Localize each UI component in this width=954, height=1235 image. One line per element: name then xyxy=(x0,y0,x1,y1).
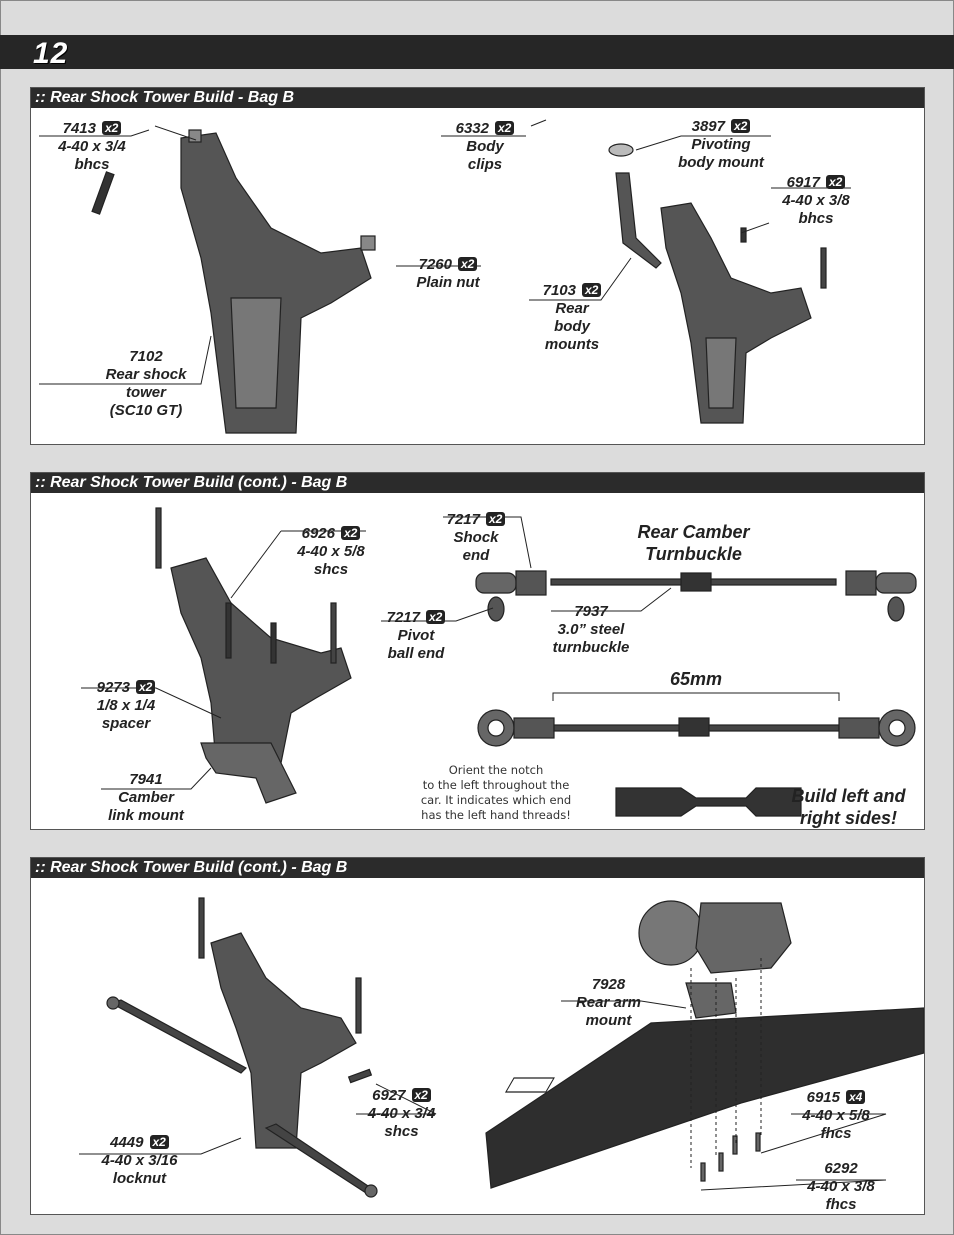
chassis-illustration xyxy=(79,897,924,1198)
part-label-7941: 7941 Camber link mount xyxy=(108,771,184,824)
notch-orientation-note: Orient the notch to the left throughout … xyxy=(420,763,572,822)
dimension-label: 65mm xyxy=(669,669,723,689)
panel-rear-shock-tower-cont-1: :: Rear Shock Tower Build (cont.) - Bag … xyxy=(30,472,925,830)
panel-rear-shock-tower-cont-2: :: Rear Shock Tower Build (cont.) - Bag … xyxy=(30,857,925,1215)
panel-title-bar: :: Rear Shock Tower Build (cont.) - Bag … xyxy=(31,858,924,878)
header-bar xyxy=(0,35,954,69)
part-label-7928: 7928 Rear arm mount xyxy=(575,976,642,1029)
shock-tower-illustration xyxy=(39,119,851,434)
panel-rear-shock-tower: :: Rear Shock Tower Build - Bag B xyxy=(30,87,925,445)
camber-link-illustration xyxy=(81,507,917,817)
turnbuckle-title: Rear Camber Turnbuckle xyxy=(637,522,750,564)
panel-title-bar: :: Rear Shock Tower Build (cont.) - Bag … xyxy=(31,473,924,493)
panel-title: :: Rear Shock Tower Build (cont.) - Bag … xyxy=(35,859,348,876)
build-both-sides-note: Build left and right sides! xyxy=(791,786,906,828)
panel-title: :: Rear Shock Tower Build - Bag B xyxy=(35,89,294,106)
part-label-7102: 7102 Rear shock tower (SC10 GT) xyxy=(105,348,187,419)
page-number: 12 xyxy=(33,37,69,70)
part-label-7937: 7937 3.0” steel turnbuckle xyxy=(552,603,630,656)
panel-title: :: Rear Shock Tower Build (cont.) - Bag … xyxy=(35,474,348,491)
part-label-6292: 6292 4-40 x 3/8 fhcs xyxy=(807,1160,875,1213)
panel-title-bar: :: Rear Shock Tower Build - Bag B xyxy=(31,88,924,108)
